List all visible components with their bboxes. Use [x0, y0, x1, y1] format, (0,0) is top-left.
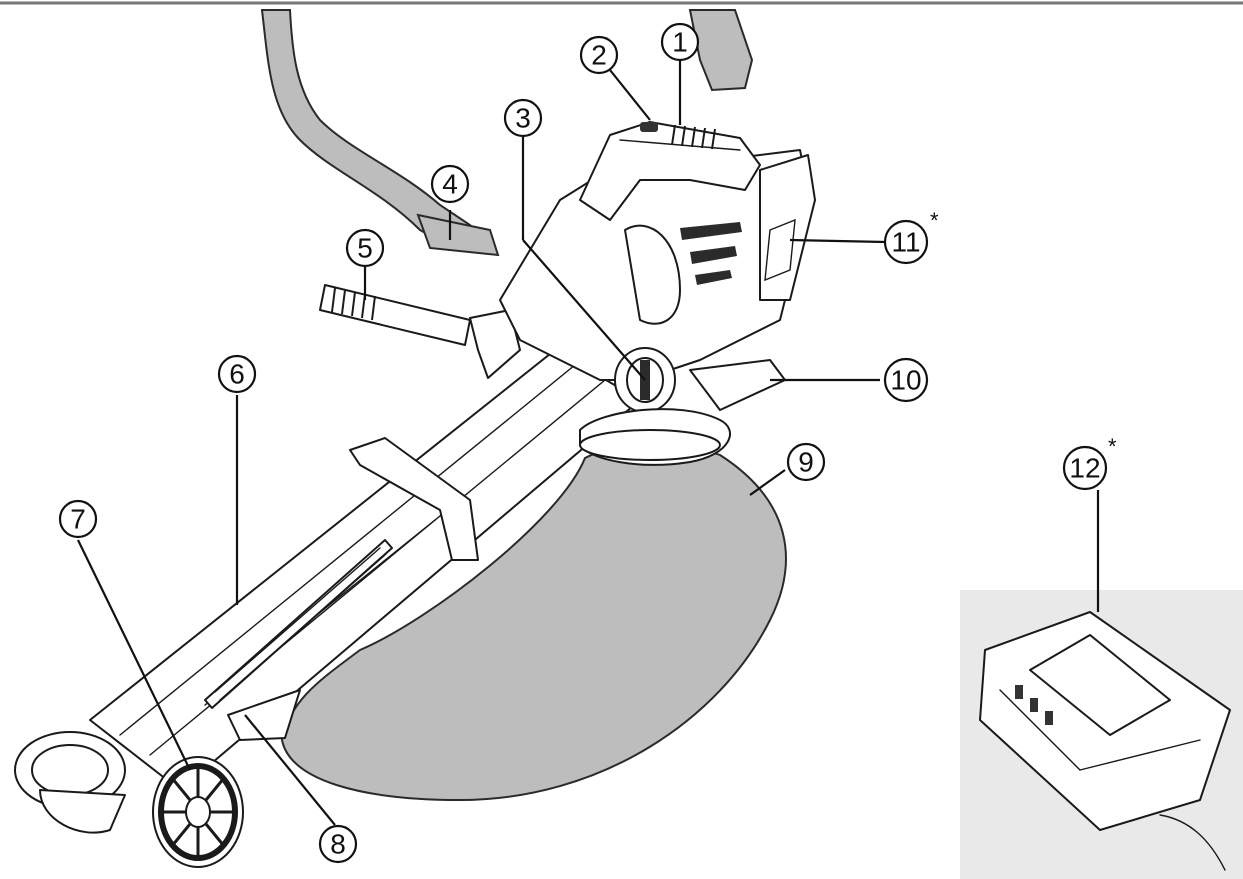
collection-bag-shape — [280, 443, 787, 802]
callout-4-label: 4 — [442, 169, 458, 200]
callout-1: 1 — [660, 22, 700, 62]
callout-5-label: 5 — [357, 233, 373, 264]
callout-9: 9 — [786, 442, 826, 482]
wheel — [152, 756, 244, 868]
callout-10: 10 — [883, 357, 929, 403]
callout-12: 12 * — [1062, 434, 1117, 491]
callout-12-asterisk: * — [1108, 434, 1117, 459]
callout-6: 6 — [217, 354, 257, 394]
leader-lines — [77, 60, 1100, 826]
callout-11-label: 11 — [891, 227, 920, 258]
battery-charger — [960, 590, 1243, 879]
motor-housing — [499, 121, 816, 381]
shoulder-strap — [260, 9, 754, 257]
callout-7-label: 7 — [70, 504, 86, 535]
callout-11-asterisk: * — [930, 208, 939, 233]
callout-7: 7 — [58, 499, 98, 539]
callout-1-label: 1 — [672, 27, 688, 58]
callout-9-label: 9 — [798, 447, 814, 478]
callout-2-label: 2 — [591, 40, 607, 71]
auxiliary-handle — [319, 284, 521, 379]
callout-8: 8 — [318, 824, 358, 864]
bag-connector — [579, 359, 786, 466]
callout-3-label: 3 — [515, 103, 531, 134]
callout-4: 4 — [430, 164, 470, 204]
callout-10-label: 10 — [890, 365, 921, 396]
callout-2: 2 — [579, 35, 619, 75]
nozzle — [14, 731, 126, 834]
callout-8-label: 8 — [330, 829, 346, 860]
callout-3: 3 — [503, 98, 543, 138]
callout-6-label: 6 — [229, 359, 245, 390]
callout-12-label: 12 — [1069, 453, 1100, 484]
callout-11: 11 * — [883, 208, 939, 265]
callout-5: 5 — [345, 228, 385, 268]
